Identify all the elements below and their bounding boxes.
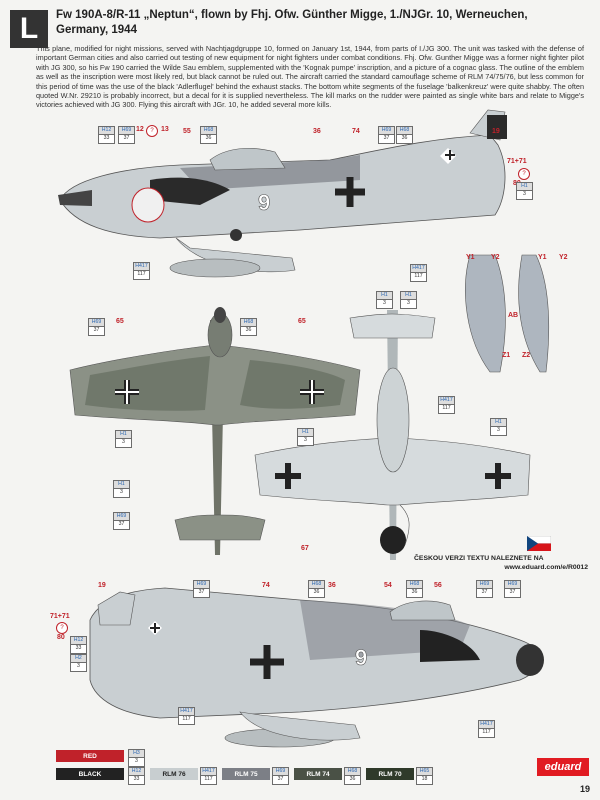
legend-label: RLM 70 [378,770,402,778]
callout-74: 74 [352,128,360,135]
callout-65b: 65 [298,318,306,325]
callout-55: 55 [183,128,191,135]
callout-13: 13 [161,126,169,133]
callout-question: ? [146,125,158,137]
legend-label: RLM 75 [234,770,258,778]
legend-swatch-red: RED [56,750,124,762]
callout-19: 19 [492,128,500,135]
czech-flag-icon [527,536,551,551]
callout-71b: 71+71 [50,613,70,620]
czech-note-text: ČESKOU VERZI TEXTU NALEZNETE NA [414,555,544,562]
callout-71: 71+71 [507,158,527,165]
legend-label: RLM 76 [162,770,186,778]
callout-74b: 74 [262,582,270,589]
callout-ab: AB [508,312,519,319]
callout-y2: Y2 [491,254,500,261]
legend-swatch-rlm76: RLM 76 [150,768,198,780]
legend-label: RED [83,752,97,760]
callout-z2: Z2 [522,352,531,359]
legend-swatch-rlm70: RLM 70 [366,768,414,780]
callout-y1b: Y1 [538,254,547,261]
callout-80b: 80 [57,634,65,641]
callout-question-2: ? [518,168,530,180]
left-profile [58,109,507,278]
legend-swatch-rlm75: RLM 75 [222,768,270,780]
callout-36: 36 [313,128,321,135]
eduard-logo: eduard [537,758,589,776]
callout-67: 67 [301,545,309,552]
callout-65a: 65 [116,318,124,325]
callout-y1: Y1 [466,254,475,261]
callout-56: 56 [434,582,442,589]
right-profile [89,587,544,748]
callout-z1: Z1 [502,352,511,359]
callout-question-3: ? [56,622,68,634]
scheme-description: This plane, modified for night missions,… [36,44,584,110]
czech-note: ČESKOU VERZI TEXTU NALEZNETE NA www.edua… [414,555,594,572]
propeller-details [465,254,550,373]
czech-note-url: www.eduard.com/e/R0012 [504,563,588,571]
page-number: 19 [579,784,590,794]
legend-label: BLACK [78,770,102,778]
legend-swatch-rlm74: RLM 74 [294,768,342,780]
callout-54: 54 [384,582,392,589]
scheme-letter: L [10,10,48,48]
callout-y2b: Y2 [559,254,568,261]
fuselage-number-right: 9 [355,645,368,671]
callout-36b: 36 [328,582,336,589]
fuselage-number-left: 9 [258,190,271,216]
callout-12: 12 [136,126,144,133]
top-view [69,307,361,555]
scheme-title: Fw 190A-8/R-11 „Neptun“, flown by Fhj. O… [56,9,528,36]
callout-19b: 19 [98,582,106,589]
bottom-view [254,310,531,560]
legend-label: RLM 74 [306,770,330,778]
legend-swatch-black: BLACK [56,768,124,780]
